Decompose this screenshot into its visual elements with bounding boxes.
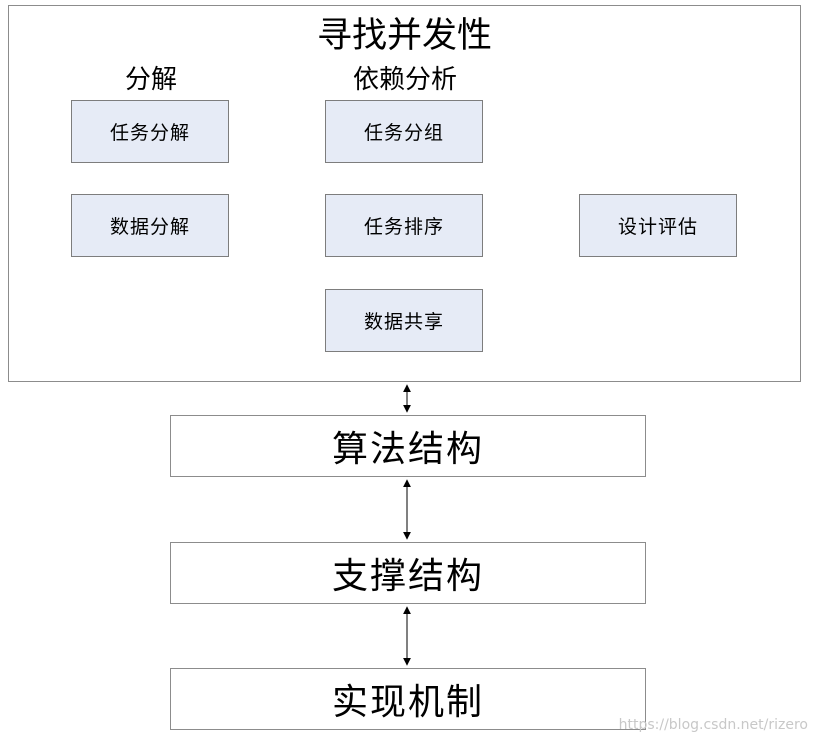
dependency-analysis-label: 依赖分析 — [352, 65, 457, 95]
panel-title: 寻找并发性 — [316, 16, 492, 56]
task-decomposition-box: 任务分解 — [71, 100, 229, 163]
group-tasks-box: 任务分组 — [325, 100, 483, 163]
algorithm-structure-box: 算法结构 — [170, 415, 646, 477]
supporting-structures-box: 支撑结构 — [170, 542, 646, 604]
data-sharing-box: 数据共享 — [325, 289, 483, 352]
watermark-text: https://blog.csdn.net/rizero — [618, 717, 808, 733]
data-decomposition-box: 数据分解 — [71, 194, 229, 257]
implementation-mechanisms-box: 实现机制 — [170, 668, 646, 730]
design-evaluation-box: 设计评估 — [579, 194, 737, 257]
decomposition-label: 分解 — [124, 65, 177, 95]
order-tasks-box: 任务排序 — [325, 194, 483, 257]
